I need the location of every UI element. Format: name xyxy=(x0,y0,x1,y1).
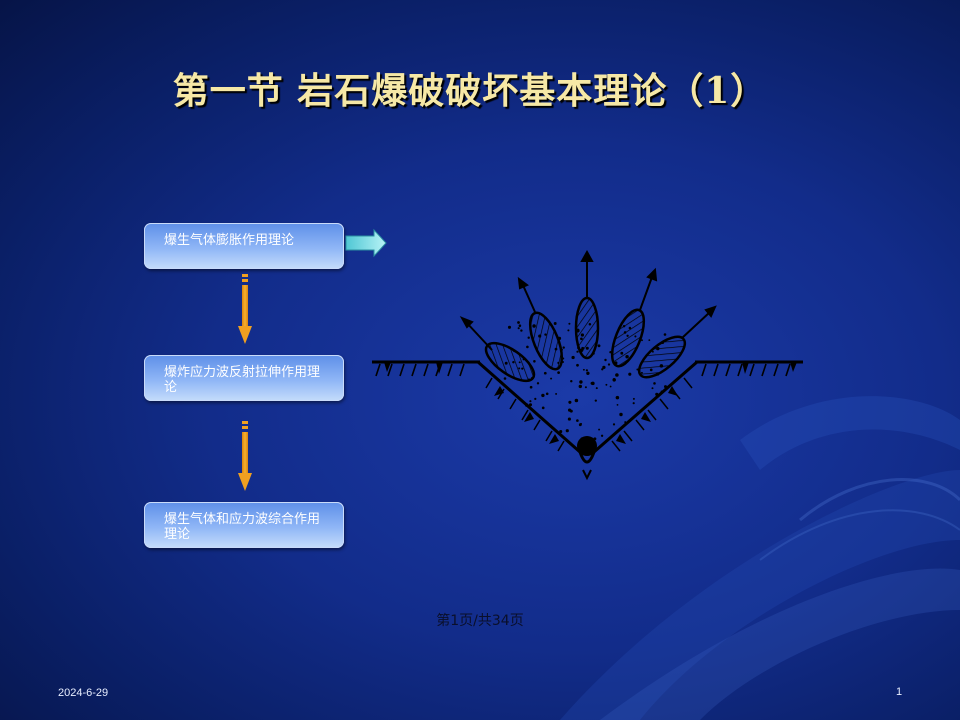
slide-title: 第一节 岩石爆破破坏基本理论（1） xyxy=(172,70,768,112)
theory-box-combined[interactable]: 爆生气体和应力波综合作用理论 xyxy=(144,502,344,548)
theory-box-label: 爆生气体膨胀作用理论 xyxy=(164,233,295,248)
footer-date: 2024-6-29 xyxy=(58,687,109,699)
page-indicator: 第1页/共34页 xyxy=(436,613,524,629)
theory-box-label: 爆生气体和应力波综合作用理论 xyxy=(164,512,321,542)
theory-box-stress-wave[interactable]: 爆炸应力波反射拉伸作用理论 xyxy=(144,355,344,401)
theory-box-label: 爆炸应力波反射拉伸作用理论 xyxy=(164,365,321,395)
slide-number: 1 xyxy=(896,686,903,698)
theory-box-gas-expansion[interactable]: 爆生气体膨胀作用理论 xyxy=(144,223,344,269)
